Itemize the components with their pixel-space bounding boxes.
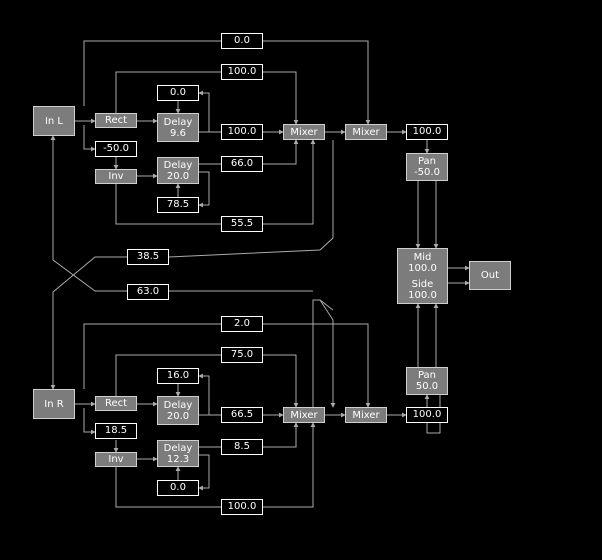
feedback1-right-value[interactable]: 16.0 — [157, 368, 199, 384]
input-left-block[interactable]: In L — [33, 106, 75, 136]
mixer1-right-block[interactable]: Mixer — [283, 407, 325, 423]
rect-direct-left-value[interactable]: 100.0 — [221, 64, 263, 80]
input-right-block[interactable]: In R — [33, 389, 75, 419]
wire-right-inv-direct-in — [115, 467, 221, 508]
cross-left-to-right-value[interactable]: 63.0 — [127, 284, 169, 300]
delay2-left-label: Delay — [163, 159, 193, 171]
wire-cross-l-out — [50, 135, 127, 292]
rect-right-block[interactable]: Rect — [95, 396, 137, 411]
inv-direct-left-value[interactable]: 55.5 — [221, 216, 263, 232]
wire-left-delay2-level-out — [263, 139, 299, 165]
bypass-right-value[interactable]: 2.0 — [221, 316, 263, 332]
output-level-right-value[interactable]: 100.0 — [406, 407, 448, 423]
bypass-left-value[interactable]: 0.0 — [221, 33, 263, 49]
wire-right-delay1-fb-out — [198, 373, 210, 415]
wire-right-bypass-out — [263, 323, 371, 408]
output-label: Out — [480, 270, 500, 281]
wire-left-delay2-fb-out — [198, 171, 210, 208]
wire-left-inv-direct-out — [263, 139, 316, 225]
input-right-label: In R — [44, 398, 64, 410]
rect-left-label: Rect — [104, 115, 128, 126]
wire-left-bypass-out — [263, 40, 371, 125]
delay2-left-block[interactable]: Delay 20.0 — [157, 157, 199, 184]
wire-right-in-split — [83, 408, 96, 435]
delay1-right-time: 20.0 — [166, 410, 190, 422]
inv-right-label: Inv — [108, 454, 124, 465]
pan-right-value: 50.0 — [415, 381, 439, 392]
feedback1-left-value[interactable]: 0.0 — [157, 85, 199, 101]
inv-right-block[interactable]: Inv — [95, 452, 137, 467]
rect-left-block[interactable]: Rect — [95, 113, 137, 128]
wire-left-rect-direct-out — [263, 71, 299, 125]
mixer1-right-label: Mixer — [290, 409, 318, 421]
wire-cross-r-to-l-out — [50, 256, 127, 390]
wire-right-inv-direct-out — [263, 422, 316, 508]
split-left-value[interactable]: -50.0 — [95, 141, 137, 157]
wire-right-rect-direct-in — [115, 354, 221, 396]
side-label: Side — [411, 278, 434, 290]
pan-left-value: -50.0 — [414, 167, 440, 178]
delay1-left-label: Delay — [163, 116, 193, 128]
mixer2-right-block[interactable]: Mixer — [345, 407, 387, 423]
delay2-right-block[interactable]: Delay 12.3 — [157, 440, 199, 467]
mixer2-left-label: Mixer — [352, 126, 380, 138]
wire-cross-l-to-r-mixer — [319, 299, 336, 408]
feedback2-right-value[interactable]: 0.0 — [157, 480, 199, 496]
inv-left-label: Inv — [108, 171, 124, 182]
delay2-right-time: 12.3 — [166, 453, 190, 465]
wire-left-in-split — [83, 125, 96, 152]
wire-left-inv-direct-in — [115, 184, 221, 225]
mid-side-block[interactable]: Mid 100.0 Side 100.0 — [397, 248, 448, 304]
wire-cross-l-to-r-in — [168, 140, 334, 258]
wire-left-rect-direct-in — [115, 71, 221, 113]
input-left-label: In L — [44, 115, 64, 127]
wire-right-delay2-fb-out — [198, 454, 210, 491]
delay2-level-right-value[interactable]: 8.5 — [221, 439, 263, 455]
wire-cross-r-path — [312, 299, 334, 423]
rect-right-label: Rect — [104, 398, 128, 409]
rect-direct-right-value[interactable]: 75.0 — [221, 347, 263, 363]
mixer2-right-label: Mixer — [352, 409, 380, 421]
pan-right-label: Pan — [417, 370, 437, 381]
feedback2-left-value[interactable]: 78.5 — [157, 197, 199, 213]
inv-left-block[interactable]: Inv — [95, 169, 137, 184]
output-level-left-value[interactable]: 100.0 — [406, 124, 448, 140]
pan-left-label: Pan — [417, 156, 437, 167]
delay1-level-left-value[interactable]: 100.0 — [221, 124, 263, 140]
mid-value: 100.0 — [408, 262, 437, 274]
delay1-left-block[interactable]: Delay 9.6 — [157, 113, 199, 142]
wire-right-rect-direct-out — [263, 354, 299, 408]
delay2-left-time: 20.0 — [166, 170, 190, 182]
mixer1-left-block[interactable]: Mixer — [283, 124, 325, 140]
mixer2-left-block[interactable]: Mixer — [345, 124, 387, 140]
wire-left-delay1-fb-out — [198, 90, 210, 132]
split-right-value[interactable]: 18.5 — [95, 423, 137, 439]
output-block[interactable]: Out — [469, 261, 511, 290]
wire-right-delay2-level-out — [263, 422, 299, 448]
mid-label: Mid — [413, 251, 432, 263]
pan-left-block[interactable]: Pan -50.0 — [406, 153, 448, 181]
delay2-right-label: Delay — [163, 442, 193, 454]
delay1-left-time: 9.6 — [170, 127, 186, 139]
mixer1-left-label: Mixer — [290, 126, 318, 138]
delay2-level-left-value[interactable]: 66.0 — [221, 156, 263, 172]
delay1-right-block[interactable]: Delay 20.0 — [157, 396, 199, 425]
inv-direct-right-value[interactable]: 100.0 — [221, 499, 263, 515]
delay1-level-right-value[interactable]: 66.5 — [221, 407, 263, 423]
delay1-right-label: Delay — [163, 399, 193, 411]
cross-right-to-left-value[interactable]: 38.5 — [127, 249, 169, 265]
pan-right-block[interactable]: Pan 50.0 — [406, 367, 448, 395]
wire-left-bypass-in — [83, 40, 221, 106]
side-value: 100.0 — [408, 289, 437, 301]
wire-right-bypass-in — [83, 323, 221, 389]
